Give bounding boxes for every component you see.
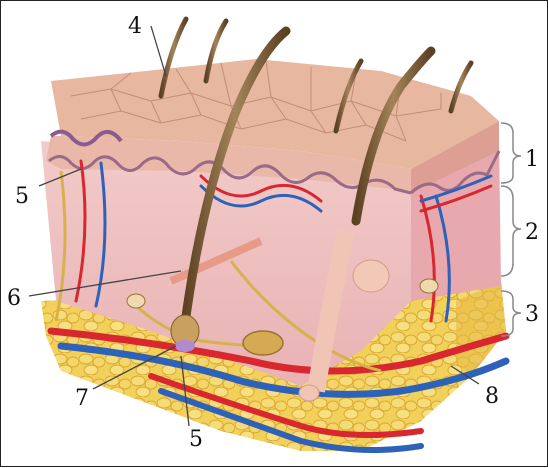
label-5-upper: 5: [15, 184, 29, 209]
label-2-dermis: 2: [525, 220, 539, 245]
label-6: 6: [7, 286, 21, 311]
pacinian-corpuscle: [243, 331, 283, 355]
label-5-lower: 5: [189, 427, 203, 452]
label-4-hair: 4: [128, 14, 142, 39]
label-8: 8: [485, 384, 499, 409]
layer-brackets: [501, 123, 521, 336]
label-3-hypodermis: 3: [525, 302, 539, 327]
label-7: 7: [75, 386, 89, 411]
label-1-epidermis: 1: [525, 147, 539, 172]
